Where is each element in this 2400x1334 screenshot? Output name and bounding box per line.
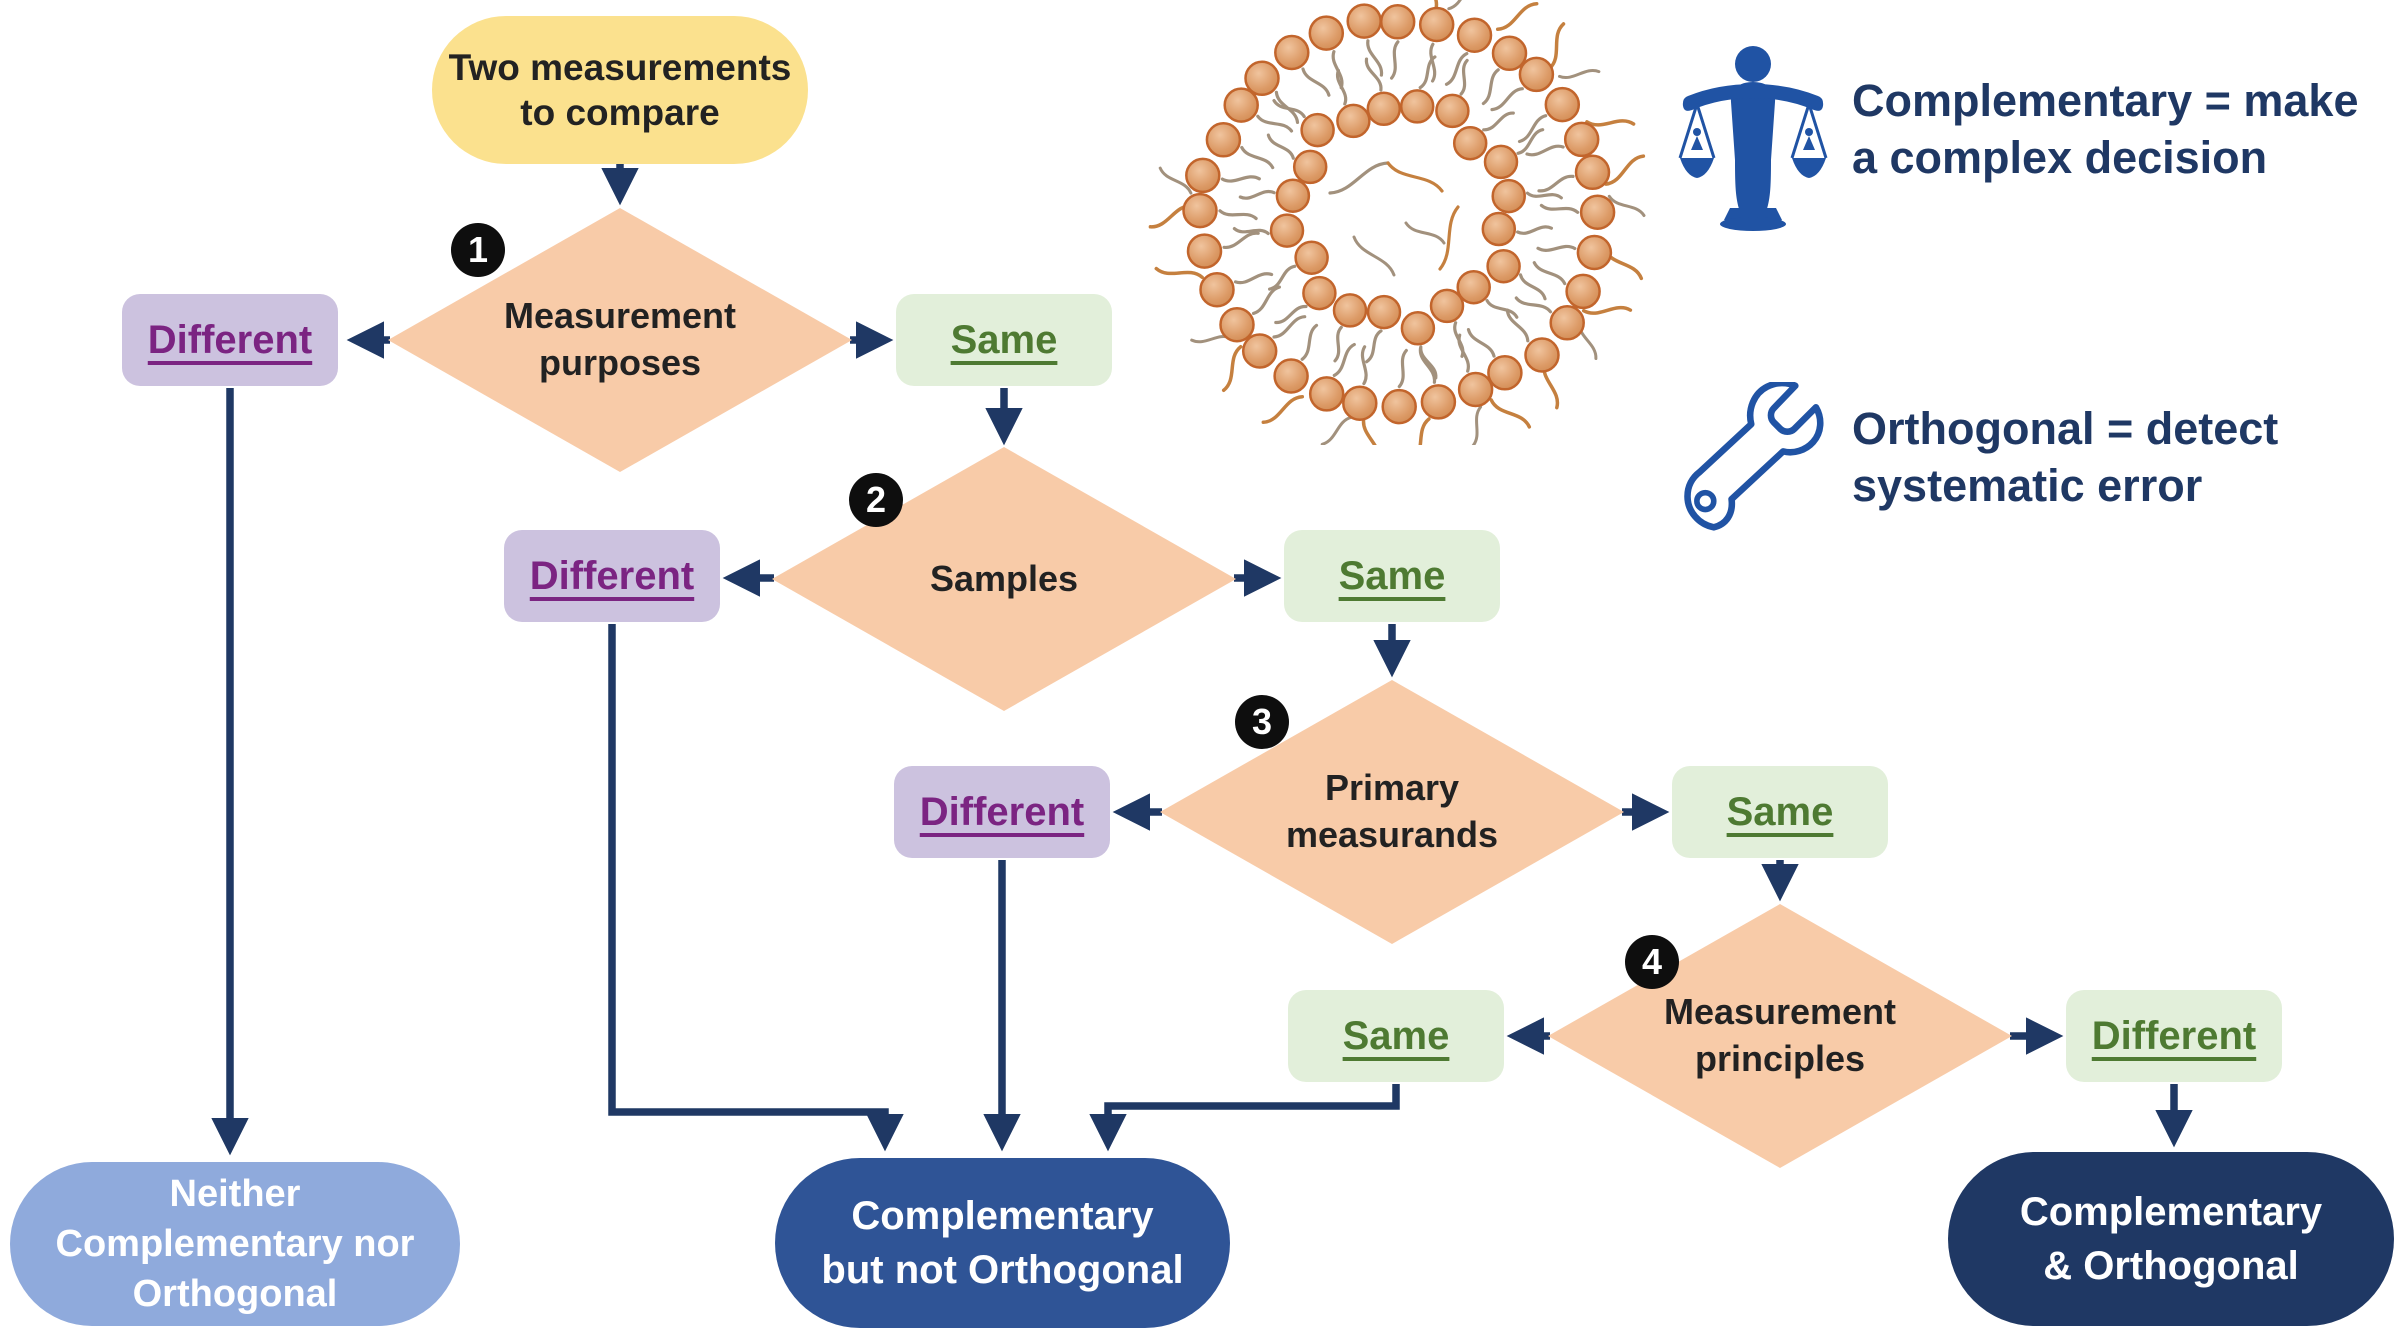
branch-d3-different: Different (894, 766, 1110, 858)
start-node-label: Two measurements to compare (448, 46, 792, 134)
step-4-badge: 4 (1625, 935, 1679, 989)
branch-d1-different: Different (122, 294, 338, 386)
legend-complementary-text: Complementary = make a complex decision (1852, 75, 2359, 184)
legend-orthogonal-text: Orthogonal = detect systematic error (1852, 403, 2279, 512)
branch-d4-different: Different (2066, 990, 2282, 1082)
branch-label: Same (1338, 553, 1446, 598)
branch-d1-same: Same (896, 294, 1112, 386)
outcome-complementary-and-orthogonal: Complementary & Orthogonal (1948, 1152, 2394, 1326)
outcome-complementary-but-not-orthogonal: Complementary but not Orthogonal (775, 1158, 1230, 1328)
branch-label: Different (2091, 1013, 2257, 1058)
branch-label: Same (1726, 789, 1834, 834)
branch-label: Different (147, 317, 313, 362)
decision-label: Primary measurands (1285, 767, 1499, 855)
decision-label: Measurement principles (1663, 991, 1897, 1079)
outcome-label: Neither Complementary nor Orthogonal (55, 1172, 415, 1316)
branch-label: Same (950, 317, 1058, 362)
decision-label: Samples (929, 557, 1079, 599)
branch-label: Different (919, 789, 1085, 834)
step-2-badge: 2 (849, 473, 903, 527)
arrow-different2-to-complementary (608, 624, 904, 1152)
outcome-neither-complementary-nor-orthogonal: Neither Complementary nor Orthogonal (10, 1162, 460, 1326)
step-1-badge: 1 (451, 223, 505, 277)
step-3-badge: 3 (1235, 695, 1289, 749)
branch-d4-same: Same (1288, 990, 1504, 1082)
branch-label: Different (529, 553, 695, 598)
outcome-label: Complementary but not Orthogonal (821, 1194, 1184, 1292)
decision-label: Measurement purposes (503, 295, 737, 383)
outcome-label: Complementary & Orthogonal (2019, 1190, 2323, 1288)
branch-d2-different: Different (504, 530, 720, 622)
liposome-illustration (1148, 0, 1646, 445)
arrow-same4-to-complementary (1089, 1084, 1400, 1152)
start-node: Two measurements to compare (432, 16, 808, 164)
scales-icon (1678, 46, 1828, 231)
branch-label: Same (1342, 1013, 1450, 1058)
wrench-icon (1684, 382, 1824, 531)
branch-d2-same: Same (1284, 530, 1500, 622)
branch-d3-same: Same (1672, 766, 1888, 858)
